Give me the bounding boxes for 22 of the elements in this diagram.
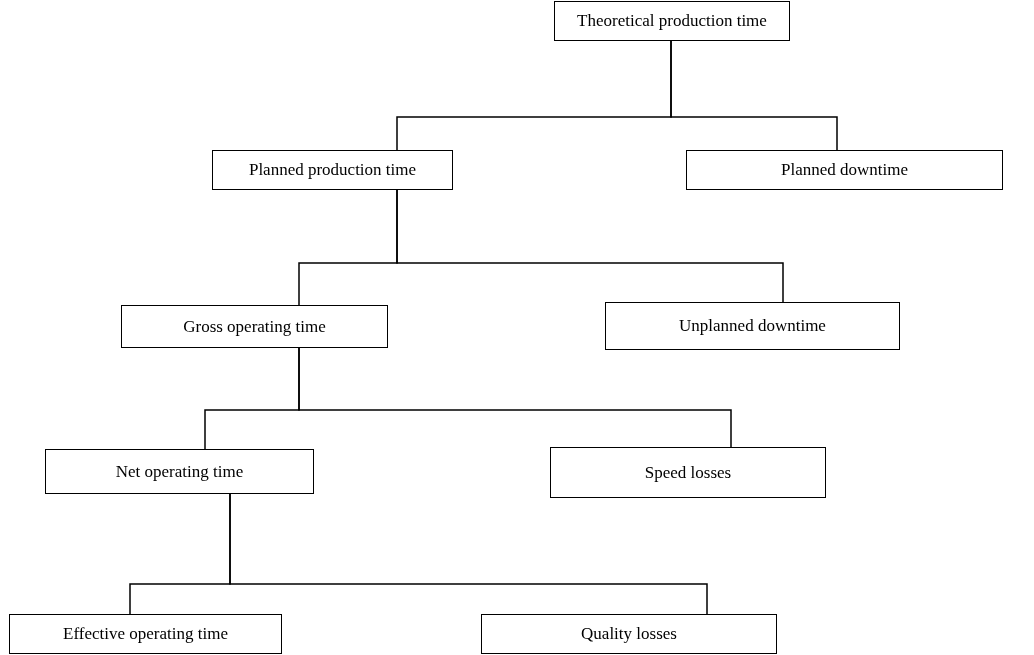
box-label: Unplanned downtime xyxy=(679,316,826,336)
box-label: Gross operating time xyxy=(183,316,326,337)
box-label: Planned downtime xyxy=(781,160,908,180)
process-box xyxy=(212,150,453,190)
process-box xyxy=(121,305,388,348)
process-box xyxy=(686,150,1003,190)
process-box xyxy=(9,614,282,654)
box-label: Effective operating time xyxy=(63,624,228,644)
process-box xyxy=(554,1,790,41)
box-label: Quality losses xyxy=(581,624,677,644)
connector-line xyxy=(670,40,838,151)
connector-line xyxy=(229,493,708,615)
box-label: Theoretical production time xyxy=(577,11,767,31)
connector-line xyxy=(298,347,732,448)
process-box xyxy=(481,614,777,654)
process-box xyxy=(550,447,826,498)
process-box xyxy=(45,449,314,494)
process-box xyxy=(605,302,900,350)
connector-line xyxy=(396,189,784,303)
box-label: Speed losses xyxy=(644,462,732,483)
box-label: Planned production time xyxy=(248,160,417,180)
box-label: Net operating time xyxy=(115,461,244,482)
